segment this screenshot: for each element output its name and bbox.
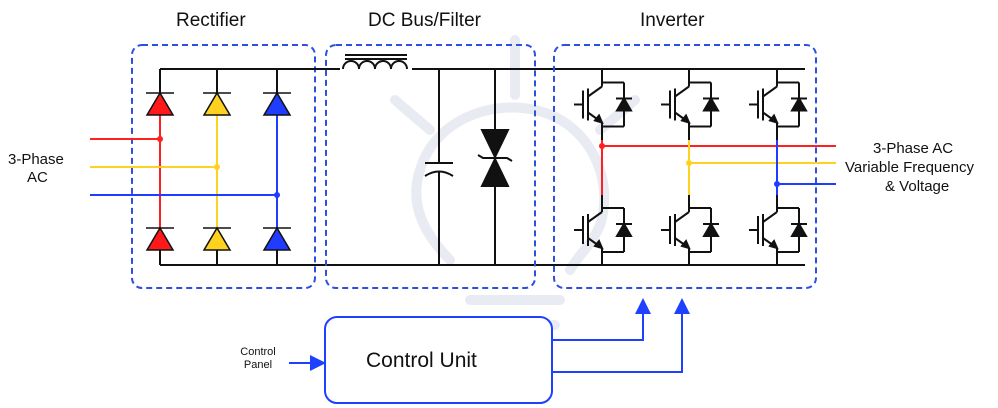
- diode-icon: [202, 226, 232, 251]
- igbt-icon: [574, 69, 633, 140]
- igbt-switches: [574, 69, 808, 265]
- capacitor-icon: [424, 69, 454, 265]
- rectifier-title: Rectifier: [176, 10, 246, 31]
- diode-icon: [262, 91, 292, 116]
- dc-rails: [160, 68, 805, 266]
- output-label-line1: 3-Phase AC: [873, 140, 954, 157]
- inductor-icon: [340, 54, 412, 76]
- output-label-line2: Variable Frequency: [845, 159, 974, 176]
- input-phase-wires: [90, 115, 278, 228]
- control-panel-line2: Panel: [243, 359, 273, 371]
- igbt-icon: [749, 69, 808, 140]
- inverter-block: [553, 44, 817, 289]
- igbt-icon: [661, 69, 720, 140]
- rectifier-block: [131, 44, 316, 289]
- output-label-line3: & Voltage: [885, 178, 950, 195]
- igbt-icon: [661, 195, 720, 265]
- output-phase-wires: [601, 140, 836, 195]
- diode-icon: [262, 226, 292, 251]
- control-signal-line-2: [552, 298, 690, 373]
- igbt-icon: [749, 195, 808, 265]
- tvs-diode-icon: [477, 69, 513, 265]
- dc-bus-title: DC Bus/Filter: [368, 10, 481, 31]
- dc-bus-block: [325, 44, 536, 289]
- rectifier-diodes: [145, 91, 292, 251]
- control-signal-line-1: [552, 298, 651, 341]
- diode-icon: [202, 91, 232, 116]
- diode-icon: [145, 226, 175, 251]
- input-label-line1: 3-Phase: [8, 151, 64, 168]
- input-label-line2: AC: [27, 169, 48, 186]
- control-unit-label: Control Unit: [366, 349, 477, 372]
- control-panel-line1: Control: [240, 346, 276, 358]
- igbt-icon: [574, 195, 633, 265]
- diode-icon: [145, 91, 175, 116]
- lightbulb-watermark-icon: [390, 35, 640, 355]
- inverter-title: Inverter: [640, 10, 705, 31]
